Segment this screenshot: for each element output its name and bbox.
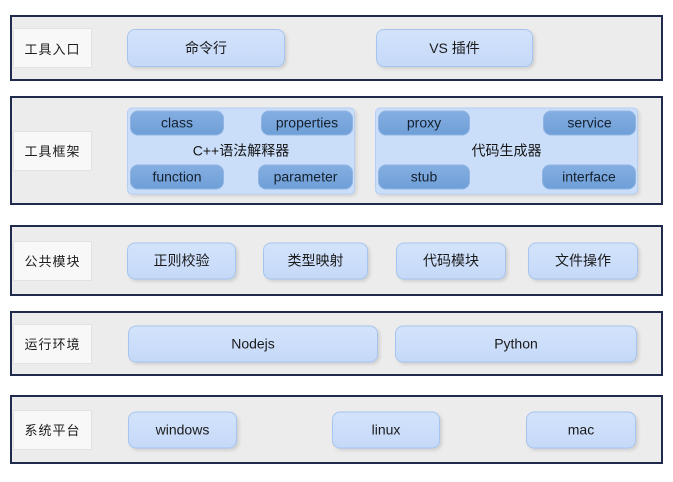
pill-stub: stub xyxy=(378,164,470,189)
pill-mac: mac xyxy=(526,411,636,448)
row-tool-entry: 工具入口 命令行 VS 插件 xyxy=(10,15,663,81)
row-label-runtime: 运行环境 xyxy=(13,323,92,364)
pill-file-operations: 文件操作 xyxy=(528,242,638,279)
row-label-common-modules: 公共模块 xyxy=(13,240,92,281)
row-common-modules: 公共模块 正则校验 类型映射 代码模块 文件操作 xyxy=(10,225,663,296)
row-tool-framework: 工具框架 class properties C++语法解释器 function … xyxy=(10,96,663,205)
pill-class: class xyxy=(130,110,224,135)
row-label-tool-entry: 工具入口 xyxy=(13,28,92,68)
row-system-platform: 系统平台 windows linux mac xyxy=(10,395,663,464)
pill-regex-check: 正则校验 xyxy=(127,242,236,279)
pill-service: service xyxy=(543,110,636,135)
pill-nodejs: Nodejs xyxy=(128,325,378,362)
pill-properties: properties xyxy=(261,110,353,135)
pill-command-line: 命令行 xyxy=(127,29,285,67)
panel-title-code-generator: 代码生成器 xyxy=(471,142,542,159)
pill-python: Python xyxy=(395,325,637,362)
pill-linux: linux xyxy=(332,411,440,448)
row-runtime-environment: 运行环境 Nodejs Python xyxy=(10,311,663,376)
pill-parameter: parameter xyxy=(258,164,353,189)
pill-function: function xyxy=(130,164,224,189)
pill-vs-plugin: VS 插件 xyxy=(376,29,533,67)
pill-interface: interface xyxy=(542,164,636,189)
pill-windows: windows xyxy=(128,411,237,448)
panel-cpp-syntax-parser: class properties C++语法解释器 function param… xyxy=(127,107,355,194)
pill-code-module: 代码模块 xyxy=(396,242,506,279)
row-label-tool-framework: 工具框架 xyxy=(13,130,92,171)
pill-type-mapping: 类型映射 xyxy=(263,242,368,279)
panel-code-generator: proxy service 代码生成器 stub interface xyxy=(375,107,638,194)
panel-title-cpp-parser: C++语法解释器 xyxy=(192,142,290,159)
row-label-platform: 系统平台 xyxy=(13,409,92,450)
pill-proxy: proxy xyxy=(378,110,470,135)
